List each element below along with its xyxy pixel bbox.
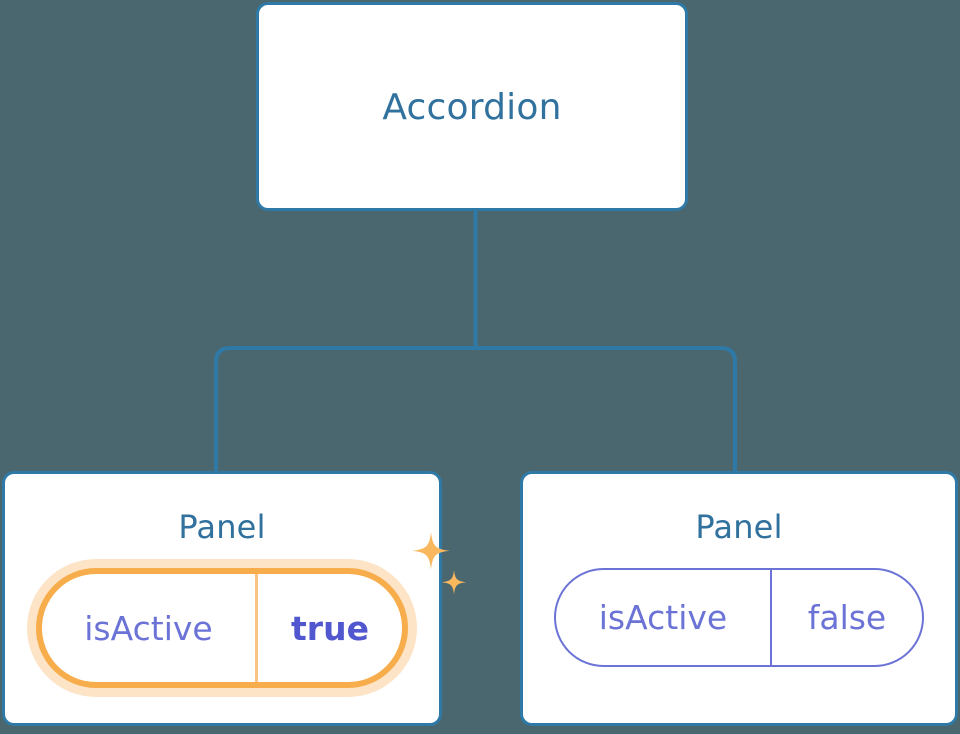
node-panel-inactive-title: Panel bbox=[695, 508, 783, 546]
node-accordion[interactable]: Accordion bbox=[256, 2, 688, 211]
node-accordion-title: Accordion bbox=[382, 87, 562, 128]
prop-pill-isactive-true[interactable]: isActive true bbox=[36, 568, 408, 688]
node-panel-active-title: Panel bbox=[178, 508, 266, 546]
node-panel-active[interactable]: Panel isActive true bbox=[2, 471, 467, 726]
prop-value: true bbox=[291, 608, 369, 648]
prop-key: isActive bbox=[556, 570, 772, 665]
node-panel-inactive[interactable]: Panel isActive false bbox=[520, 471, 958, 726]
sparkle-small-icon bbox=[441, 570, 467, 595]
prop-value: false bbox=[807, 598, 887, 637]
prop-pill-wrapper-active: isActive true bbox=[5, 532, 467, 688]
prop-key: isActive bbox=[42, 574, 258, 682]
prop-pill-isactive-false[interactable]: isActive false bbox=[554, 568, 924, 667]
connector-branch-right bbox=[475, 346, 737, 472]
connector-branch-left bbox=[214, 346, 476, 472]
prop-pill-wrapper-inactive: isActive false bbox=[523, 568, 955, 667]
